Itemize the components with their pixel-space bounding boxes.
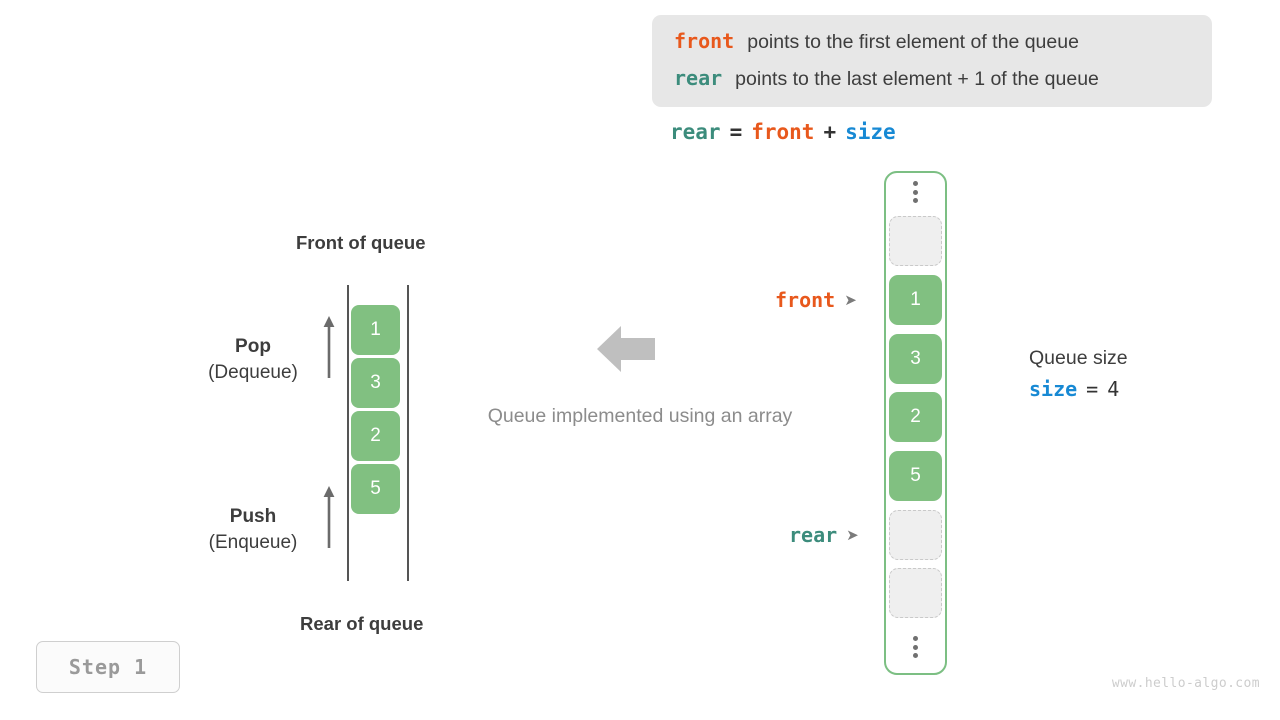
pop-operation-group: Pop (Dequeue): [178, 334, 328, 386]
step-badge: Step 1: [36, 641, 180, 693]
array-cell-filled: 5: [889, 451, 942, 501]
array-cell-empty: [889, 568, 942, 618]
queue-size-expression: size = 4: [1029, 377, 1128, 401]
keyword-rear: rear: [674, 66, 723, 90]
array-cell-empty: [889, 216, 942, 266]
pop-arrow-up-icon: [323, 316, 335, 378]
rear-pointer-label: rear: [789, 523, 838, 547]
size-equals: =: [1086, 377, 1099, 401]
front-pointer: front ➤: [775, 288, 857, 312]
size-value: 4: [1107, 377, 1120, 401]
pop-subtitle: (Dequeue): [208, 362, 298, 383]
info-text-rear: points to the last element + 1 of the qu…: [735, 68, 1099, 90]
queue-rail-right: [407, 285, 409, 581]
array-cell-filled: 2: [889, 392, 942, 442]
formula-rear-equals-front-plus-size: rear = front + size: [670, 120, 896, 144]
center-caption: Queue implemented using an array: [487, 405, 793, 427]
formula-equals: =: [729, 120, 743, 144]
front-pointer-label: front: [775, 288, 836, 312]
rear-pointer: rear ➤: [789, 523, 859, 547]
push-subtitle: (Enqueue): [208, 532, 298, 553]
keyword-front: front: [674, 29, 735, 53]
queue-cell: 1: [351, 305, 400, 355]
front-pointer-arrow-icon: ➤: [844, 291, 857, 309]
formula-front: front: [751, 120, 815, 144]
array-ellipsis-top-icon: [909, 181, 922, 203]
formula-size: size: [845, 120, 896, 144]
array-cell-empty: [889, 510, 942, 560]
queue-size-title: Queue size: [1029, 347, 1128, 369]
queue-cell: 5: [351, 464, 400, 514]
push-operation-group: Push (Enqueue): [178, 504, 328, 556]
info-line-front: front points to the first element of the…: [674, 29, 1190, 66]
watermark: www.hello-algo.com: [1111, 676, 1260, 691]
array-cell-filled: 3: [889, 334, 942, 384]
formula-rear: rear: [670, 120, 721, 144]
pop-title: Pop: [235, 336, 271, 357]
queue-size-block: Queue size size = 4: [1029, 344, 1128, 401]
left-arrow-icon: [597, 326, 655, 372]
array-frame: [884, 171, 947, 675]
array-cell-filled: 1: [889, 275, 942, 325]
formula-plus: +: [823, 120, 837, 144]
array-ellipsis-bottom-icon: [909, 636, 922, 658]
front-of-queue-label: Front of queue: [296, 232, 426, 253]
rear-of-queue-label: Rear of queue: [300, 613, 424, 634]
queue-cell: 2: [351, 411, 400, 461]
rear-pointer-arrow-icon: ➤: [846, 526, 859, 544]
queue-rail-left: [347, 285, 349, 581]
info-box: front points to the first element of the…: [652, 15, 1212, 107]
push-title: Push: [229, 506, 277, 527]
info-line-rear: rear points to the last element + 1 of t…: [674, 66, 1190, 103]
info-text-front: points to the first element of the queue: [747, 31, 1079, 53]
push-arrow-up-icon: [323, 486, 335, 548]
queue-cell: 3: [351, 358, 400, 408]
size-variable: size: [1029, 377, 1078, 401]
